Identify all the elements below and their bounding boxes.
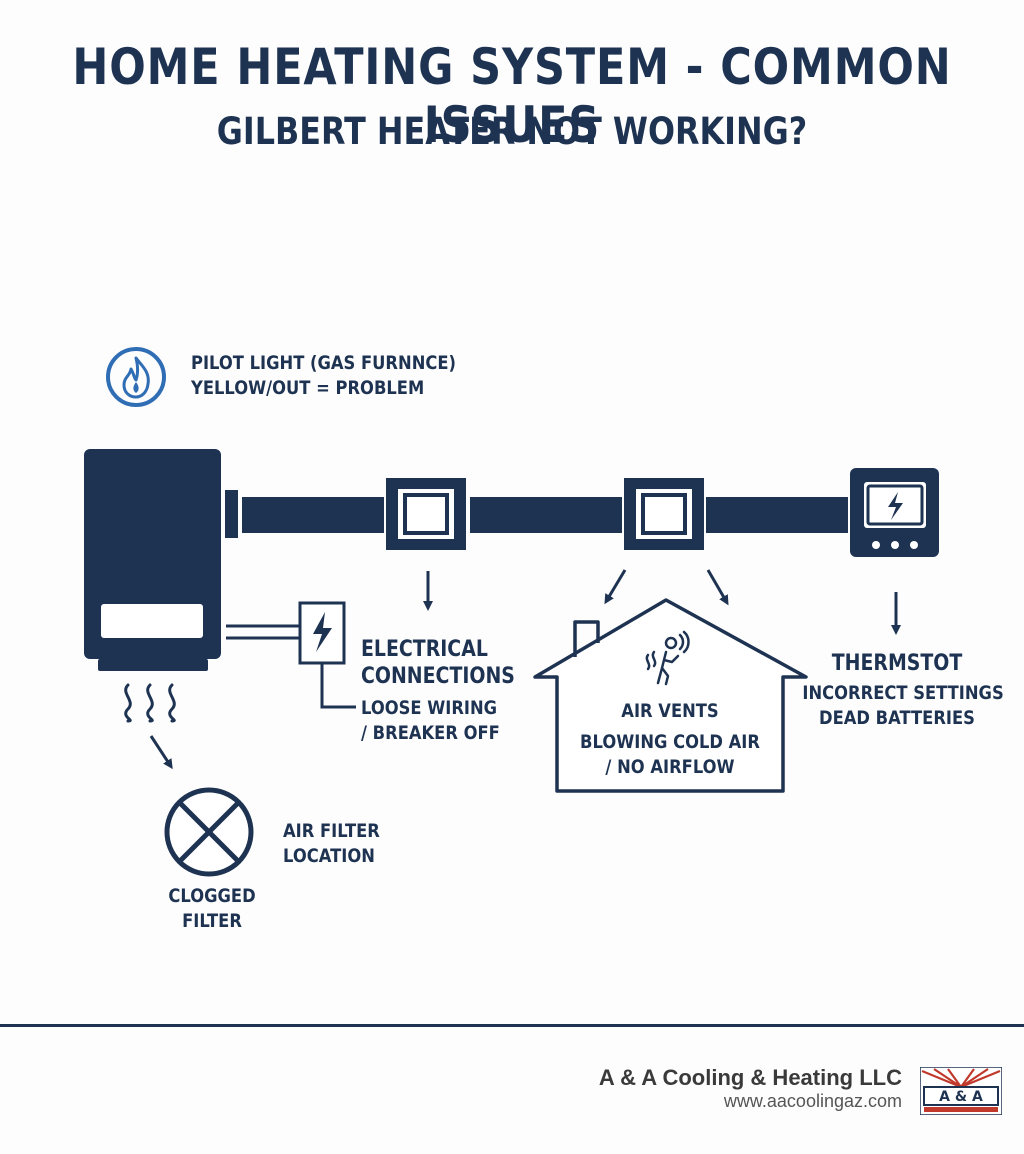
page-subtitle: GILBERT HEATER NOT WORKING? xyxy=(216,110,808,153)
ductwork xyxy=(242,497,848,533)
thermostat-issue-line1: INCORRECT SETTINGS xyxy=(802,682,1004,704)
electrical-title-line2: CONNECTIONS xyxy=(361,664,515,689)
pilot-light-issue: YELLOW/OUT = PROBLEM xyxy=(191,377,425,399)
company-logo: A & A xyxy=(920,1067,1002,1115)
clogged-filter-line1: CLOGGED xyxy=(168,885,256,907)
thermostat-icon xyxy=(850,468,939,557)
person-cold-icon xyxy=(645,630,690,686)
air-filter-title-line2: LOCATION xyxy=(283,845,375,867)
air-filter-label: AIR FILTER LOCATION xyxy=(283,819,380,869)
air-vents-title: AIR VENTS xyxy=(621,700,719,722)
thermostat-label: THERMSTOT xyxy=(811,651,983,676)
page-title: HOME HEATING SYSTEM - COMMON ISSUES xyxy=(72,38,952,154)
thermostat-title: THERMSTOT xyxy=(831,651,963,676)
air-vents-issue-line1: BLOWING COLD AIR xyxy=(580,731,760,753)
lightning-icon xyxy=(226,601,356,709)
electrical-issue-line1: LOOSE WIRING xyxy=(361,697,498,719)
electrical-issue: LOOSE WIRING / BREAKER OFF xyxy=(361,696,500,746)
pilot-light-label: PILOT LIGHT (GAS FURNNCE) YELLOW/OUT = P… xyxy=(191,351,456,401)
clogged-filter-line2: FILTER xyxy=(182,910,242,932)
heating-system-diagram xyxy=(84,347,939,877)
company-url[interactable]: www.aacoolingaz.com xyxy=(723,1091,902,1111)
electrical-title-line1: ELECTRICAL xyxy=(361,637,488,662)
electrical-issue-line2: / BREAKER OFF xyxy=(361,722,500,744)
electrical-label: ELECTRICAL CONNECTIONS xyxy=(361,636,515,690)
duct-junction-1 xyxy=(386,478,466,550)
furnace-unit xyxy=(84,449,238,671)
company-name: A & A Cooling & Heating LLC xyxy=(598,1065,902,1090)
duct-junction-2 xyxy=(624,478,704,550)
arrows xyxy=(149,569,901,770)
house-outline xyxy=(533,598,808,793)
thermostat-issue: INCORRECT SETTINGS DEAD BATTERIES xyxy=(802,681,1004,731)
x-circle-icon xyxy=(164,787,254,877)
logo-text: A & A xyxy=(939,1089,983,1105)
pilot-light-title: PILOT LIGHT (GAS FURNNCE) xyxy=(191,352,457,374)
air-vents-issue-line2: / NO AIRFLOW xyxy=(605,756,735,778)
air-vents-issue: BLOWING COLD AIR / NO AIRFLOW xyxy=(575,730,764,780)
air-filter-title-line1: AIR FILTER xyxy=(283,820,380,842)
clogged-filter-label: CLOGGED FILTER xyxy=(126,884,298,934)
footer-divider xyxy=(0,1024,1024,1027)
air-vents-label: AIR VENTS xyxy=(584,699,756,724)
flame-icon xyxy=(106,347,166,407)
heat-waves-icon xyxy=(124,683,176,723)
thermostat-issue-line2: DEAD BATTERIES xyxy=(819,707,975,729)
